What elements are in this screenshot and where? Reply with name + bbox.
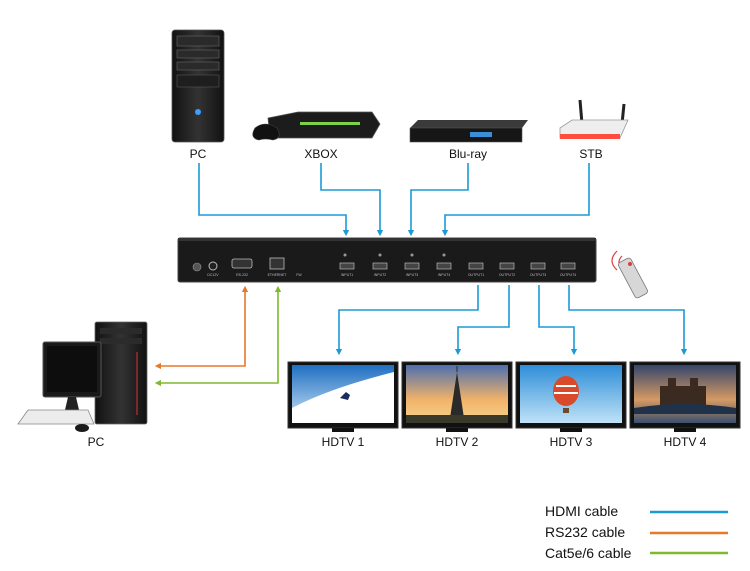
source-bluray: Blu-ray <box>409 120 528 161</box>
hdtv-3: HDTV 3 <box>515 361 627 449</box>
hdmi-cable-hdtv1 <box>335 285 479 356</box>
hdmi-output-3 <box>530 262 546 270</box>
hdmi-output-1 <box>468 262 484 270</box>
hdmi-output-2 <box>499 262 515 270</box>
rs232-port <box>231 258 253 269</box>
source-label-pc: PC <box>190 147 207 161</box>
hdmi-input-4 <box>436 262 452 270</box>
tv-icon <box>629 361 741 432</box>
source-pc: PC <box>171 29 225 161</box>
port-label: INPUT1 <box>341 273 354 277</box>
hdmi-cable-hdtv2 <box>454 285 510 356</box>
game-console-icon <box>252 111 381 141</box>
rs232-cable <box>154 285 249 370</box>
hdtv-2: HDTV 2 <box>401 361 513 449</box>
port-label: OUTPUT2 <box>499 273 515 277</box>
bluray-player-icon <box>409 120 528 143</box>
legend: HDMI cable RS232 cable Cat5e/6 cable <box>545 503 728 561</box>
hdmi-cable-hdtv3 <box>538 285 578 356</box>
legend-label: RS232 cable <box>545 524 625 540</box>
router-stb-icon <box>559 99 629 139</box>
source-label-xbox: XBOX <box>304 147 337 161</box>
tv-icon <box>287 361 399 432</box>
hdmi-output-4 <box>560 262 576 270</box>
power-port <box>192 262 202 272</box>
source-label-bluray: Blu-ray <box>449 147 487 161</box>
dc12v-port <box>208 261 218 271</box>
pc-tower-icon <box>171 29 225 143</box>
port-label: DC12V <box>207 273 219 277</box>
legend-item-cat: Cat5e/6 cable <box>545 545 728 561</box>
source-xbox: XBOX <box>252 111 381 161</box>
tv-icon <box>515 361 627 432</box>
control-pc: PC <box>17 321 148 449</box>
hdmi-cable-pc <box>198 163 350 237</box>
port-label: INPUT4 <box>438 273 451 277</box>
legend-item-hdmi: HDMI cable <box>545 503 728 519</box>
port-label: ETHERNET <box>268 273 288 277</box>
port-label: OUTPUT1 <box>468 273 484 277</box>
source-stb: STB <box>559 99 629 161</box>
hdmi-cable-hdtv4 <box>568 285 688 356</box>
hdmi-cable-stb <box>441 163 590 237</box>
hdmi-matrix-switch: DC12V RS-232 ETHERNET FW INPUT1 INPUT2 I… <box>177 237 597 283</box>
hdmi-input-cables <box>198 163 590 237</box>
ethernet-port <box>269 257 285 270</box>
hdtv-label: HDTV 1 <box>322 435 365 449</box>
hdmi-input-3 <box>404 262 420 270</box>
hdmi-output-cables <box>335 285 688 356</box>
source-label-stb: STB <box>579 147 602 161</box>
port-label: RS-232 <box>236 273 248 277</box>
control-pc-label: PC <box>88 435 105 449</box>
port-label: FW <box>296 273 302 277</box>
hdmi-input-2 <box>372 262 388 270</box>
hdmi-cable-bluray <box>407 163 469 237</box>
desktop-pc-icon <box>17 321 148 432</box>
hdtv-1: HDTV 1 <box>287 361 399 449</box>
port-label: INPUT3 <box>406 273 419 277</box>
hdtv-4: HDTV 4 <box>629 361 741 449</box>
hdtv-label: HDTV 2 <box>436 435 479 449</box>
hdmi-cable-xbox <box>320 163 384 237</box>
ir-remote-icon <box>611 250 648 299</box>
port-label: OUTPUT3 <box>530 273 546 277</box>
legend-item-rs232: RS232 cable <box>545 524 728 540</box>
port-label: OUTPUT4 <box>560 273 576 277</box>
legend-label: HDMI cable <box>545 503 618 519</box>
port-label: INPUT2 <box>374 273 387 277</box>
tv-icon <box>401 361 513 432</box>
hdmi-input-1 <box>339 262 355 270</box>
hdtv-label: HDTV 4 <box>664 435 707 449</box>
hdtv-label: HDTV 3 <box>550 435 593 449</box>
legend-label: Cat5e/6 cable <box>545 545 632 561</box>
cat-cable <box>154 285 282 387</box>
